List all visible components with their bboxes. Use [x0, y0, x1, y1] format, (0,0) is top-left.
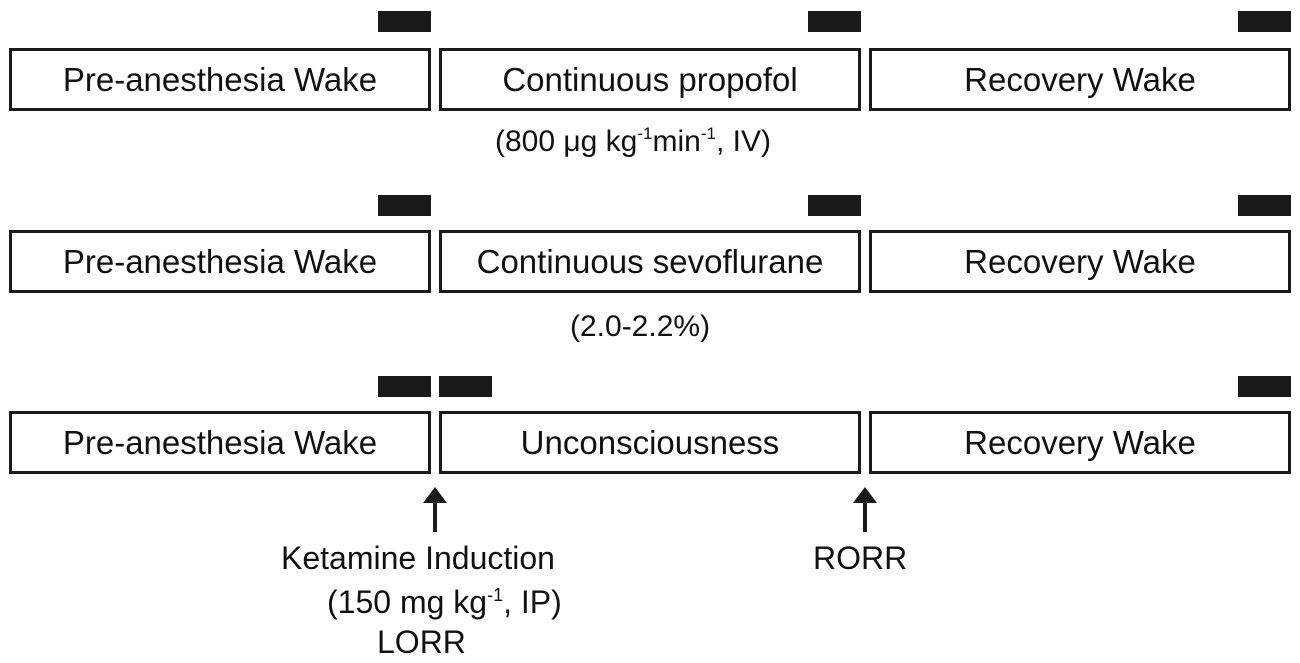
- epoch-bar-row3-wake: [378, 376, 431, 397]
- ketamine-induction-label: Ketamine Induction: [281, 540, 555, 576]
- epoch-bar-row3-unconscious: [439, 376, 492, 397]
- row3-segment-pre-anesthesia: Pre-anesthesia Wake: [9, 411, 431, 474]
- epoch-bar-row3-recovery: [1238, 376, 1291, 397]
- ketamine-dose-label: (150 mg kg-1, IP): [327, 584, 562, 620]
- epoch-bar-row1-anesthesia: [808, 11, 861, 32]
- row2-segment-recovery: Recovery Wake: [869, 230, 1291, 293]
- propofol-dose-note: (800 μg kg-1min-1, IV): [495, 124, 771, 158]
- row1-segment-propofol: Continuous propofol: [439, 48, 861, 111]
- rorr-label: RORR: [813, 540, 908, 576]
- row3-segment-unconsciousness: Unconsciousness: [439, 411, 861, 474]
- epoch-bar-row2-recovery: [1238, 195, 1291, 216]
- epoch-bar-row2-anesthesia: [808, 195, 861, 216]
- epoch-bar-row2-wake: [378, 195, 431, 216]
- induction-arrow-icon: [423, 487, 447, 532]
- rorr-arrow-icon: [853, 487, 877, 532]
- sevoflurane-dose-note: (2.0-2.2%): [570, 310, 711, 343]
- row1-segment-recovery: Recovery Wake: [869, 48, 1291, 111]
- row3-segment-recovery: Recovery Wake: [869, 411, 1291, 474]
- row2-segment-sevoflurane: Continuous sevoflurane: [439, 230, 861, 293]
- row1-segment-pre-anesthesia: Pre-anesthesia Wake: [9, 48, 431, 111]
- epoch-bar-row1-wake: [378, 11, 431, 32]
- epoch-bar-row1-recovery: [1238, 11, 1291, 32]
- lorr-label: LORR: [377, 624, 466, 660]
- row2-segment-pre-anesthesia: Pre-anesthesia Wake: [9, 230, 431, 293]
